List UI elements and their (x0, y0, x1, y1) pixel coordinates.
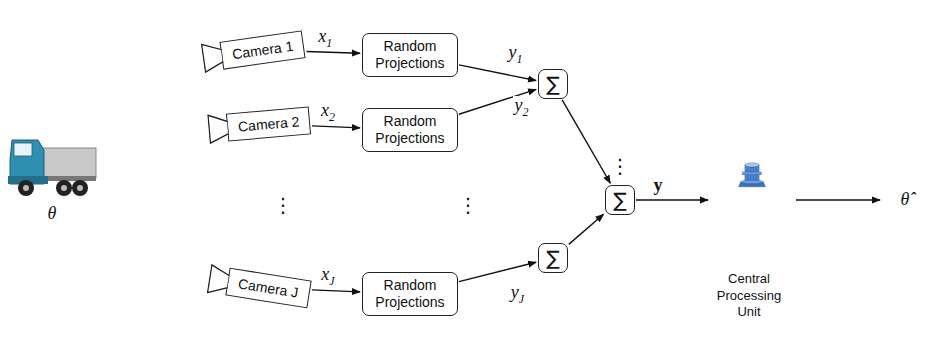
signal-label: yJ (509, 283, 526, 306)
unit-label: Central Processing Unit (704, 271, 794, 320)
signal-label: y (652, 176, 665, 196)
output-arrow (796, 199, 880, 200)
camera-box: Camera 1 (219, 30, 306, 69)
parameter-symbol: θ (46, 204, 59, 224)
connector-arrow (312, 126, 360, 128)
camera-lens (206, 264, 230, 297)
process-box: Random Projections (362, 272, 458, 316)
process-box: Random Projections (362, 108, 458, 152)
connector-arrow (307, 51, 360, 53)
signal-label: y2 (513, 96, 531, 119)
camera-box: Camera J (225, 268, 311, 309)
ellipsis-dots: ⋮ (456, 194, 480, 216)
ellipsis-dots: ⋮ (608, 155, 632, 177)
box-label: Camera 1 (231, 38, 294, 62)
truck-illustration (8, 140, 96, 196)
signal-label: xJ (319, 265, 336, 288)
connector-arrow (459, 65, 536, 81)
process-box: Random Projections (362, 33, 458, 77)
connector-arrow (312, 290, 360, 292)
signal-label: x1 (316, 27, 334, 50)
box-label: Random Projections (369, 38, 451, 72)
sum-symbol: ∑ (613, 190, 626, 210)
summation-node: ∑ (538, 69, 568, 99)
summation-node: ∑ (538, 243, 568, 273)
signal-label: y1 (507, 43, 525, 66)
camera-lens (200, 41, 224, 73)
summation-node: ∑ (605, 185, 635, 215)
box-label: Camera 2 (237, 113, 300, 134)
box-label: Random Projections (369, 113, 451, 147)
connector-arrow (636, 199, 708, 200)
estimate-symbol: θ̂ (899, 190, 912, 210)
connector-arrow (562, 100, 610, 183)
box-label: Random Projections (369, 277, 451, 311)
connector-arrow (569, 214, 604, 244)
signal-label: x2 (319, 101, 337, 124)
computer-icon (710, 160, 794, 188)
box-label: Camera J (237, 275, 299, 300)
connector-arrow (459, 262, 536, 281)
ellipsis-dots: ⋮ (271, 194, 295, 216)
sum-symbol: ∑ (546, 74, 559, 94)
processing-unit: Central Processing Unit (710, 160, 794, 240)
camera-lens (206, 113, 229, 145)
camera-box: Camera 2 (225, 106, 311, 141)
sum-symbol: ∑ (546, 248, 559, 268)
